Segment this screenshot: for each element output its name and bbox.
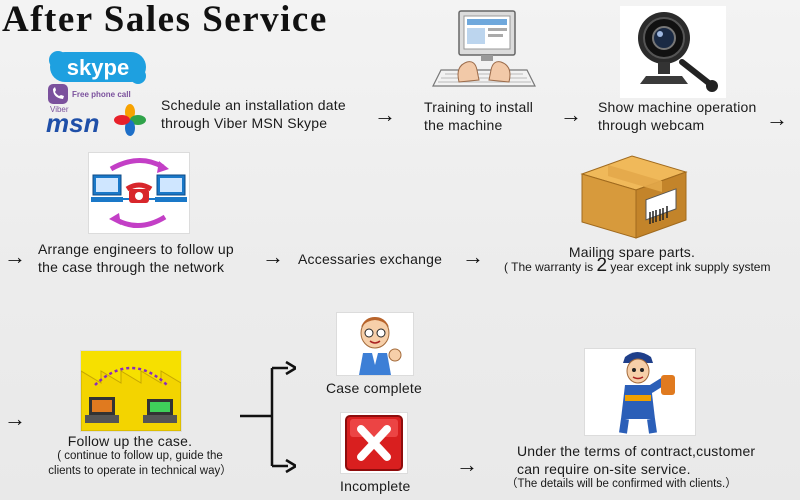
flow-arrow-icon: → [4, 244, 26, 269]
training-image [431, 8, 537, 96]
case-complete-image [336, 312, 414, 376]
step-follow-title: Follow up the case. [67, 433, 193, 449]
computer-training-icon [432, 10, 536, 87]
webcam-icon [620, 6, 726, 98]
messenger-logos: skype Viber Free phone call msn [42, 50, 154, 136]
webcam-image [620, 6, 726, 98]
skype-wordmark: skype [67, 55, 129, 80]
parcel-image [574, 148, 692, 240]
cardboard-box-icon [580, 155, 688, 239]
step-onsite-note: （The details will be confirmed with clie… [506, 478, 737, 490]
step-mailing-title: Mailing spare parts. [568, 244, 696, 260]
step-complete-text: Case complete [326, 380, 422, 396]
factory-icon [81, 351, 181, 431]
technician-icon [619, 352, 675, 434]
flow-arrow-icon: → [262, 244, 284, 269]
step-mailing-note: ( The warranty is 2 year except ink supp… [504, 255, 771, 276]
step-follow-note: ( continue to follow up, guide the clien… [48, 450, 232, 477]
flow-arrow-icon: → [560, 102, 582, 127]
skype-logo-icon: skype [49, 51, 146, 84]
page-title: After Sales Service [2, 0, 328, 40]
network-image [88, 152, 190, 234]
branch-connector-icon [240, 360, 296, 474]
step-incomplete-text: Incomplete [340, 478, 411, 494]
incomplete-image [340, 412, 408, 474]
flow-arrow-icon: → [766, 106, 788, 131]
flow-arrow-icon: → [4, 406, 26, 431]
viber-logo-icon: Viber Free phone call [48, 84, 131, 114]
flow-arrow-icon: → [374, 102, 396, 127]
msn-wordmark: msn [46, 108, 99, 136]
step-training-text: Training to install the machine [424, 99, 534, 133]
thumbs-up-person-icon [359, 317, 402, 375]
factory-image [80, 350, 182, 432]
step-schedule-text: Schedule an installation date through Vi… [161, 97, 346, 131]
step-webcam-text: Show machine operation through webcam [598, 99, 757, 133]
step-accessories-text: Accessaries exchange [298, 251, 443, 267]
technician-image [584, 348, 696, 436]
network-computers-icon [91, 158, 187, 228]
msn-logo-icon: msn [46, 104, 146, 136]
flow-arrow-icon: → [456, 452, 478, 477]
warranty-years: 2 [596, 255, 608, 276]
viber-wordmark: Viber [50, 105, 69, 114]
viber-tagline: Free phone call [72, 90, 131, 99]
step-onsite-text: Under the terms of contract,customer can… [517, 443, 756, 477]
step-engineers-text: Arrange engineers to follow up the case … [38, 241, 234, 275]
flow-arrow-icon: → [462, 244, 484, 269]
red-x-icon [345, 415, 403, 471]
